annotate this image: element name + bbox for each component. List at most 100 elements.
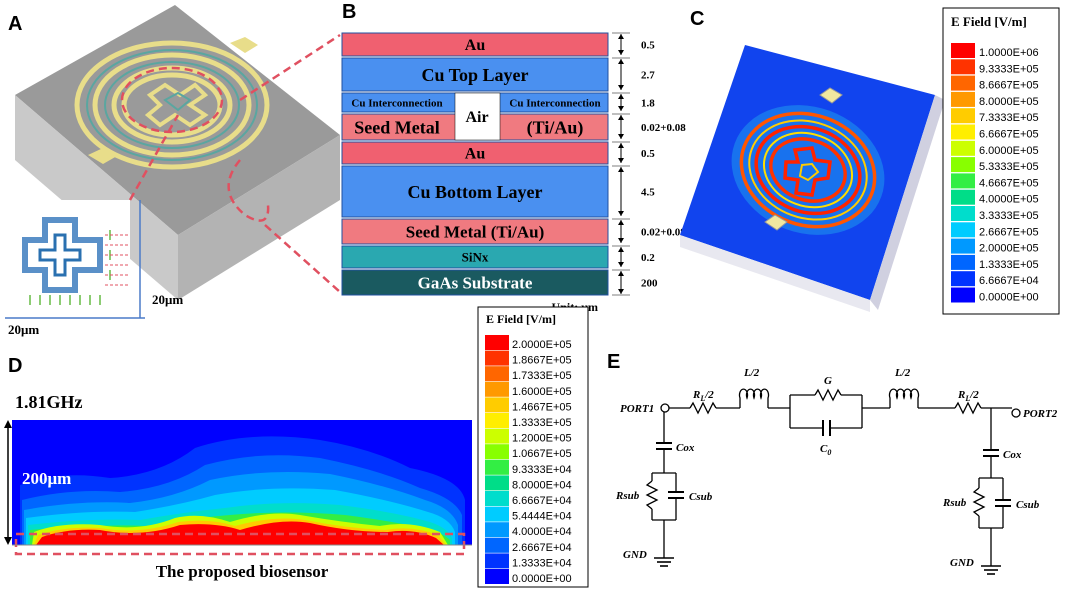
legend-d-value-6: 1.2000E+05 <box>512 433 572 445</box>
scale-label-y: 20μm <box>152 292 183 307</box>
resistor-rl-right <box>954 401 982 415</box>
legend-d-swatch-8 <box>485 459 509 475</box>
cu-interconnection-right-label: Cu Interconnection <box>509 97 600 109</box>
scale-label-x: 20μm <box>8 322 39 337</box>
legend-c-swatch-13 <box>951 254 975 270</box>
cu-interconnection-left-label: Cu Interconnection <box>351 97 442 109</box>
connector-inset <box>128 114 180 201</box>
legend-c-value-6: 6.0000E+05 <box>979 145 1039 157</box>
legend-c-swatch-15 <box>951 287 975 303</box>
panel-a-inset: 20μm 20μm <box>5 200 183 337</box>
l-left-label: L/2 <box>743 367 760 379</box>
legend-c-swatch-12 <box>951 238 975 254</box>
layer-5 <box>341 165 609 218</box>
inset-field-lines <box>105 234 130 286</box>
biosensor-caption: The proposed biosensor <box>156 562 329 581</box>
rsub-left-label: Rsub <box>615 490 640 502</box>
resistor-rl-left <box>689 401 717 415</box>
legend-d-swatch-9 <box>485 475 509 491</box>
layer-6 <box>341 218 609 245</box>
port2-terminal <box>1011 408 1021 418</box>
panel-label-e: E <box>607 351 620 373</box>
dim-arrow-top-0 <box>618 34 624 39</box>
legend-c-swatch-14 <box>951 271 975 287</box>
dim-arrow-top-4 <box>618 143 624 148</box>
legend-c-value-0: 1.0000E+06 <box>979 47 1039 59</box>
legend-d: E Field [V/m] 2.0000E+051.8667E+051.7333… <box>477 306 589 588</box>
rl-right-label: RL/2 <box>957 389 979 403</box>
legend-c-value-4: 7.3333E+05 <box>979 112 1039 124</box>
conductance-g <box>814 388 842 402</box>
legend-d-swatch-11 <box>485 506 509 522</box>
legend-d-swatch-3 <box>485 381 509 397</box>
height-arrow <box>4 420 12 545</box>
field-cross <box>783 146 832 197</box>
legend-d-swatch-13 <box>485 537 509 553</box>
layer-label-7: SiNx <box>462 250 489 265</box>
frequency-label: 1.81GHz <box>15 392 83 412</box>
legend-c-value-3: 8.0000E+05 <box>979 96 1039 108</box>
panel-c-field-plot <box>680 45 945 312</box>
field-plate-side <box>680 235 870 312</box>
zoom-loop <box>227 159 270 222</box>
inset-field-arrows <box>29 230 111 305</box>
layer-label-8: GaAs Substrate <box>418 273 533 292</box>
thickness-2: 1.8 <box>641 98 655 110</box>
cross-pattern <box>144 82 209 128</box>
panel-label-d: D <box>8 355 22 377</box>
gnd-right-label: GND <box>950 557 974 569</box>
seed-metal-right-label: (Ti/Au) <box>527 117 584 138</box>
thickness-8: 200 <box>641 278 658 290</box>
legend-c-value-8: 4.6667E+05 <box>979 177 1039 189</box>
legend-d-value-2: 1.7333E+05 <box>512 370 572 382</box>
dim-arrow-bottom-0 <box>618 50 624 55</box>
g-label: G <box>824 375 832 387</box>
substrate-right-face <box>178 135 340 300</box>
layer-label-1: Cu Top Layer <box>421 65 528 85</box>
field-rings <box>739 111 877 229</box>
inductor-left <box>738 388 770 408</box>
air-label: Air <box>465 109 488 126</box>
legend-d-swatch-7 <box>485 444 509 460</box>
equivalent-circuit <box>645 388 1021 575</box>
thickness-0: 0.5 <box>641 40 655 52</box>
legend-c-value-12: 2.0000E+05 <box>979 243 1039 255</box>
pad-top-right <box>230 37 258 53</box>
legend-d-swatch-6 <box>485 428 509 444</box>
c0-label: C0 <box>820 443 831 457</box>
legend-d-value-11: 5.4444E+04 <box>512 511 572 523</box>
legend-c-swatch-6 <box>951 140 975 156</box>
biosensor-outline <box>14 532 466 556</box>
dim-arrow-bottom-7 <box>618 262 624 267</box>
legend-c-swatch-3 <box>951 91 975 107</box>
dim-arrow-bottom-2 <box>618 106 624 111</box>
cox-right-label: Cox <box>1003 449 1022 461</box>
legend-c-value-10: 3.3333E+05 <box>979 210 1039 222</box>
legend-d-swatch-10 <box>485 491 509 506</box>
legend-d-value-7: 1.0667E+05 <box>512 448 572 460</box>
legend-d-value-15: 0.0000E+00 <box>512 573 572 585</box>
legend-d-value-5: 1.3333E+05 <box>512 417 572 429</box>
legend-c-value-15: 0.0000E+00 <box>979 292 1039 304</box>
layer-7 <box>341 245 609 269</box>
legend-d-swatch-0 <box>485 335 509 350</box>
legend-c-value-9: 4.0000E+05 <box>979 194 1039 206</box>
legend-d-value-0: 2.0000E+05 <box>512 339 572 351</box>
dim-arrow-bottom-3 <box>618 134 624 139</box>
dim-arrow-top-1 <box>618 59 624 64</box>
seed-metal-left-label: Seed Metal <box>354 117 439 137</box>
legend-d-value-9: 8.0000E+04 <box>512 479 572 491</box>
inductor-right <box>888 388 920 408</box>
legend-d-swatch-15 <box>485 569 509 584</box>
port1-label: PORT1 <box>620 403 654 415</box>
field-pad-top <box>819 87 843 104</box>
dim-arrow-bottom-5 <box>618 211 624 216</box>
pad-bottom-left <box>88 148 117 164</box>
dim-arrow-top-3 <box>618 115 624 120</box>
rsub-right-label: Rsub <box>942 497 967 509</box>
legend-c-swatch-11 <box>951 222 975 238</box>
legend-d-value-12: 4.0000E+04 <box>512 526 572 538</box>
port2-label: PORT2 <box>1023 408 1058 420</box>
